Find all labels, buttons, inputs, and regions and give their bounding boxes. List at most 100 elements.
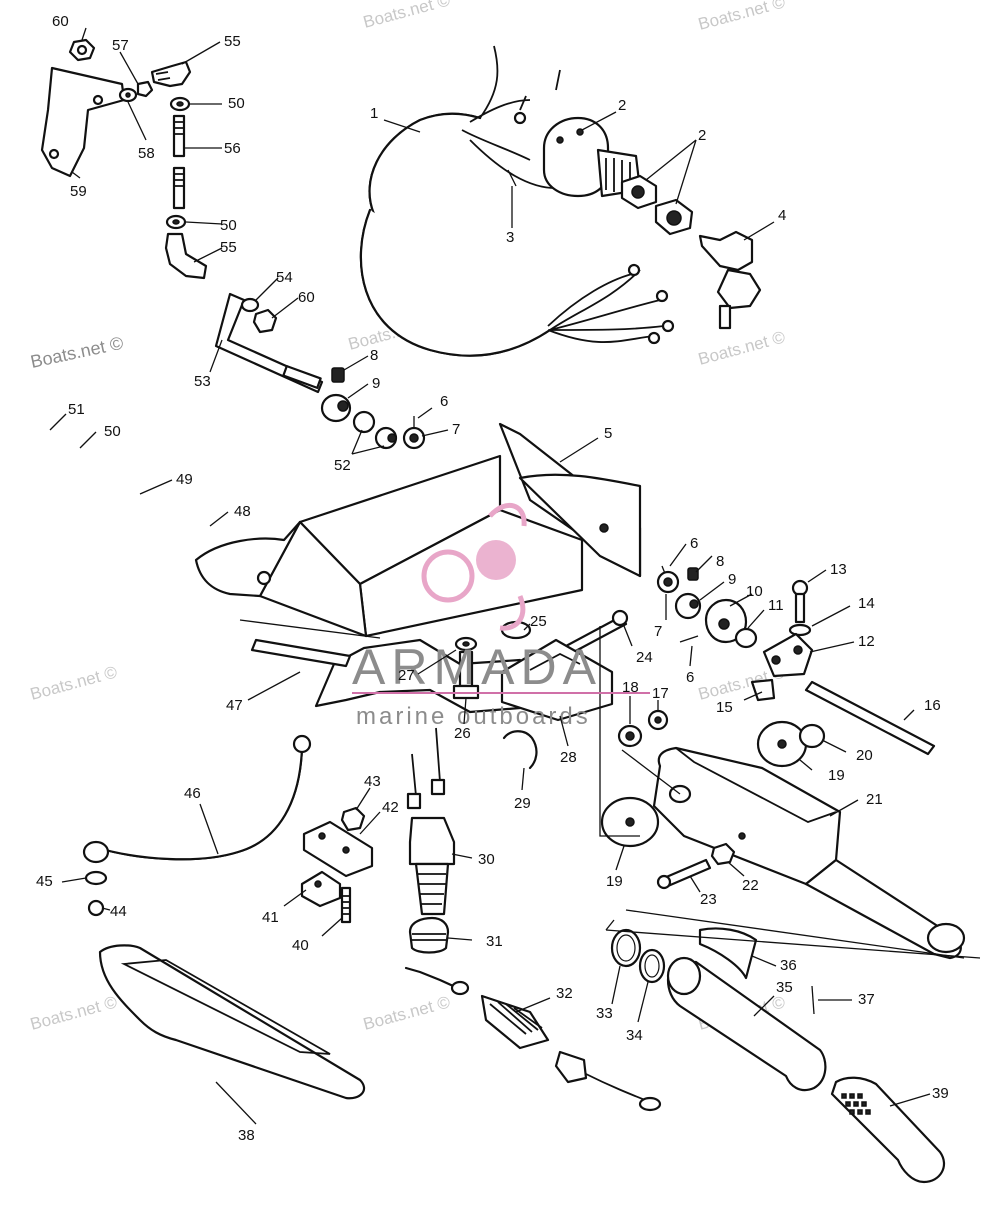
- callout-label: 18: [622, 679, 639, 696]
- stop-switch-30: [408, 816, 456, 916]
- callout-label: 44: [110, 903, 127, 920]
- callout-label: 54: [276, 269, 293, 286]
- callout-label: 43: [364, 773, 381, 790]
- nut-43: [340, 806, 366, 832]
- callout-label: 19: [828, 767, 845, 784]
- callout-label: 14: [858, 595, 875, 612]
- gear-7-upper: [402, 426, 426, 450]
- watermark: Boats.net ©: [28, 992, 119, 1034]
- callout-label: 13: [830, 561, 847, 578]
- callout-label: 9: [728, 571, 736, 588]
- brand-logo: ARMADA marine outboards: [352, 503, 650, 730]
- threaded-rod-56: [172, 114, 186, 210]
- washer-19-lower: [600, 796, 660, 848]
- screw-44: [87, 899, 105, 917]
- callout-label: 10: [746, 583, 763, 600]
- callout-label: 57: [112, 37, 129, 54]
- o-ring-34: [638, 948, 666, 984]
- washer-20: [798, 723, 826, 749]
- callout-label: 38: [238, 1127, 255, 1144]
- callout-label: 11: [768, 597, 784, 614]
- washer-18: [617, 724, 643, 748]
- key-4: [698, 230, 762, 330]
- bolt-23: [656, 858, 712, 890]
- callout-label: 53: [194, 373, 211, 390]
- lock-nut-60-lower: [252, 308, 278, 334]
- callout-label: 50: [220, 217, 237, 234]
- wiring-harness-1: [359, 45, 675, 357]
- callout-label: 4: [778, 207, 786, 224]
- callout-label: 27: [398, 667, 415, 684]
- throttle-tube-35: [666, 956, 827, 1092]
- callout-label: 37: [858, 991, 875, 1008]
- callout-label: 3: [506, 229, 514, 246]
- callout-label: 31: [486, 933, 503, 950]
- washer-54: [240, 297, 260, 313]
- brand-tagline: marine outboards: [356, 703, 591, 730]
- callout-label: 9: [372, 375, 380, 392]
- watermark: Boats.net ©: [696, 0, 787, 34]
- callout-label: 45: [36, 873, 53, 890]
- nut-31: [408, 916, 450, 954]
- callout-label: 30: [478, 851, 495, 868]
- callout-label: 40: [292, 937, 309, 954]
- terminal-block-42: [302, 820, 374, 878]
- callout-label: 60: [52, 13, 69, 30]
- washer-45: [84, 870, 108, 886]
- callout-label: 55: [220, 239, 237, 256]
- collar-9-upper: [320, 393, 352, 423]
- logo-mark: [476, 540, 516, 580]
- callout-label: 16: [924, 697, 941, 714]
- collar-9-right: [674, 592, 702, 620]
- callout-label: 39: [932, 1085, 949, 1102]
- set-screw-8-right: [687, 567, 699, 581]
- nut-17: [647, 709, 669, 731]
- pin-6-lower: [679, 635, 699, 643]
- callout-label: 2: [618, 97, 626, 114]
- washer-27: [454, 636, 478, 652]
- washer-50-mid: [165, 214, 187, 230]
- callout-label: 7: [654, 623, 662, 640]
- callout-label: 28: [560, 749, 577, 766]
- callout-label: 2: [698, 127, 706, 144]
- watermark: Boats.net ©: [28, 662, 119, 704]
- bracket-12: [762, 632, 814, 678]
- nuts-2: [620, 174, 694, 236]
- screw-3: [507, 169, 517, 187]
- watermark: Boats.net ©: [696, 327, 787, 369]
- callout-label: 55: [224, 33, 241, 50]
- twist-grip-39: [830, 1076, 946, 1184]
- washer-50-top: [169, 96, 191, 112]
- callout-label: 20: [856, 747, 873, 764]
- callout-label: 42: [382, 799, 399, 816]
- callout-label: 25: [530, 613, 547, 630]
- callout-label: 33: [596, 1005, 613, 1022]
- callout-label: 56: [224, 140, 241, 157]
- shaft-16: [804, 680, 936, 756]
- callout-label: 23: [700, 891, 717, 908]
- tiller-arm-21: [652, 746, 966, 960]
- ground-strap-46: [82, 734, 312, 864]
- callout-label: 8: [370, 347, 378, 364]
- ball-joint-55-lower: [164, 232, 208, 280]
- callout-label: 59: [70, 183, 87, 200]
- callout-label: 19: [606, 873, 623, 890]
- callout-label: 5: [604, 425, 612, 442]
- callout-label: 49: [176, 471, 193, 488]
- callout-label: 7: [452, 421, 460, 438]
- watermark: Boats.net ©: [361, 0, 452, 32]
- callout-label: 46: [184, 785, 201, 802]
- ball-joint-55-top: [150, 60, 192, 88]
- callout-labels: 60 57 55 50 56 58 59 50 55 54 60 53 8 9 …: [36, 13, 949, 1144]
- callout-label: 52: [334, 457, 351, 474]
- pin-37: [811, 985, 815, 1015]
- callout-label: 41: [262, 909, 279, 926]
- callout-label: 6: [690, 535, 698, 552]
- assembly-guide-lines: [239, 619, 981, 959]
- callout-label: 32: [556, 985, 573, 1002]
- set-screw-8-upper: [331, 367, 345, 383]
- callout-label: 12: [858, 633, 875, 650]
- logo-mark: [499, 595, 526, 631]
- callout-label: 36: [780, 957, 797, 974]
- washer-19-upper: [756, 720, 808, 768]
